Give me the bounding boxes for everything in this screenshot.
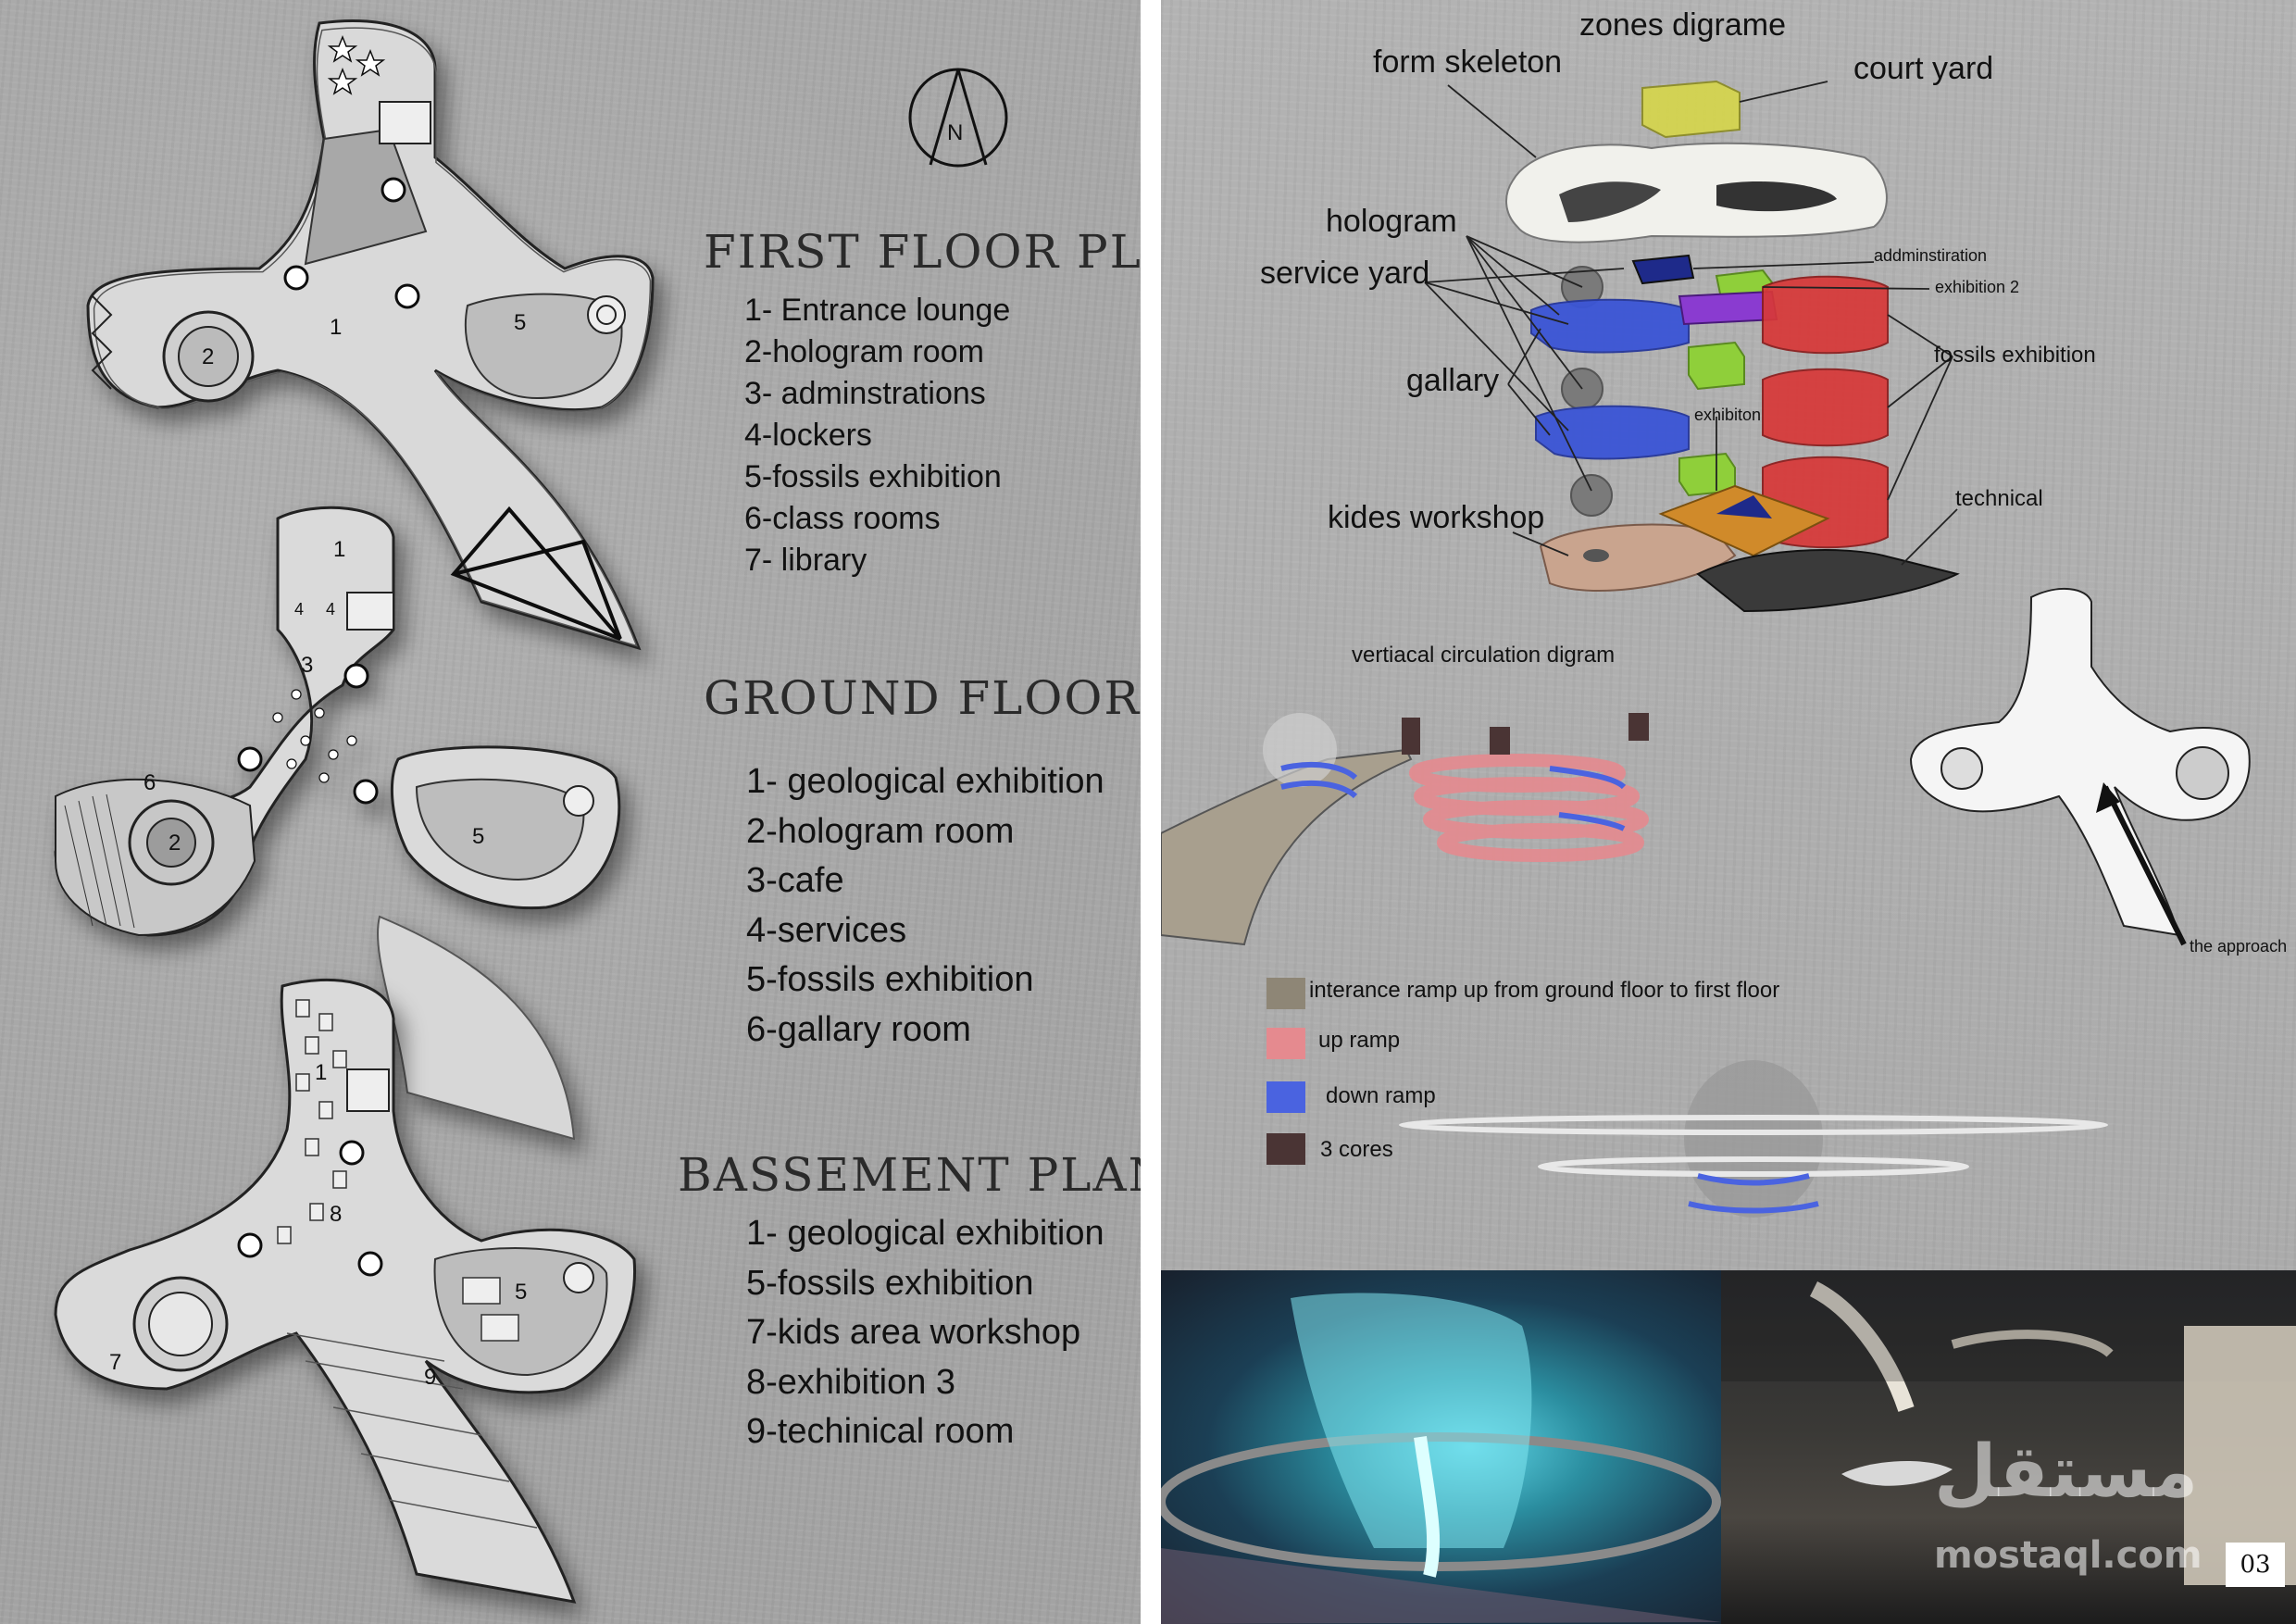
legend-item: 7- library (744, 543, 867, 578)
page-gutter (1141, 0, 1161, 1624)
fossils-gallery-render (1721, 1270, 2296, 1624)
room-number: 5 (472, 824, 485, 849)
room-number: 4 (326, 600, 336, 618)
legend-label: down ramp (1326, 1083, 1436, 1108)
elephant-hologram-image (1161, 1293, 1721, 1624)
legend-item: 5-fossils exhibition (746, 960, 1034, 999)
page-number: 03 (2226, 1543, 2285, 1587)
north-label: N (947, 120, 964, 145)
legend-item: 2-hologram room (744, 334, 984, 369)
ground-floor-legend: 1- geological exhibition 2-hologram room… (746, 757, 1104, 1055)
watermark-arabic: مستقل (1934, 1430, 2199, 1514)
vertical-circulation-drawing (1161, 713, 2108, 1218)
legend-item: 4-lockers (744, 418, 872, 453)
legend-item: 7-kids area workshop (746, 1313, 1081, 1352)
zones-diagram-title: zones digrame (1579, 7, 1787, 43)
ground-floor-title: GROUND FLOOR PLAN (704, 671, 1141, 725)
legend-item: 8-exhibition 3 (746, 1362, 956, 1402)
room-number: 9 (424, 1365, 437, 1390)
basement-plan-drawing (54, 978, 637, 1604)
legend-swatch-entrance-ramp (1267, 978, 1305, 1009)
room-number: 1 (330, 315, 343, 340)
legend-swatch-down-ramp (1267, 1081, 1305, 1113)
legend-item: 6-gallary room (746, 1009, 971, 1049)
legend-swatch-cores (1267, 1133, 1305, 1165)
first-floor-title: FIRST FLOOR PLAN (704, 225, 1141, 279)
fossil-skeleton-image (1721, 1270, 2296, 1585)
room-number: 8 (330, 1202, 343, 1227)
court-yard-block (1641, 80, 1741, 139)
floor-plans-drawing (54, 19, 1008, 1604)
form-skeleton-shell (1505, 142, 1888, 244)
room-number: 7 (109, 1350, 122, 1375)
room-number: 4 (294, 600, 305, 618)
room-number: 2 (168, 831, 181, 856)
hologram-label: hologram (1326, 204, 1457, 239)
legend-item: 5-fossils exhibition (744, 459, 1002, 494)
exhibiton-label: exhibiton (1694, 406, 1762, 424)
legend-item: 9-techinical room (746, 1412, 1015, 1451)
exhibiton-zone (1678, 269, 1774, 497)
basement-legend: 1- geological exhibition 5-fossils exhib… (746, 1209, 1104, 1457)
room-number: 5 (515, 1280, 528, 1305)
watermark-latin: mostaql.com (1934, 1534, 2202, 1577)
adminstration-zone (1631, 254, 1778, 326)
hologram-room-render (1161, 1270, 1721, 1624)
room-number: 5 (514, 310, 527, 335)
legend-item: 3-cafe (746, 861, 844, 900)
first-floor-legend: 1- Entrance lounge 2-hologram room 3- ad… (744, 290, 1010, 581)
legend-item: 1- Entrance lounge (744, 293, 1011, 328)
court-yard-label: court yard (1853, 51, 1994, 86)
room-number: 2 (202, 344, 215, 369)
kides-workshop-zone (1539, 484, 1830, 593)
legend-item: 4-services (746, 910, 907, 950)
zones-diagram-drawing (1161, 80, 2251, 1218)
technical-label: technical (1955, 486, 2043, 511)
fossils-exhibition-label: fossils exhibition (1934, 343, 2096, 368)
room-number: 3 (301, 653, 314, 678)
technical-zone (1696, 549, 1960, 613)
basement-title: BASSEMENT PLAN (678, 1148, 1141, 1202)
adminstration-label: addminstiration (1874, 246, 1988, 265)
approach-site-plan (1909, 587, 2251, 946)
plans-panel: N 1 2 5 1 2 3 4 4 5 6 1 5 7 8 9 FIRST FL… (0, 0, 1141, 1624)
legend-item: 2-hologram room (746, 811, 1015, 851)
north-arrow-icon (908, 68, 1008, 168)
diagrams-panel: zones digrame form skeleton court yard h… (1161, 0, 2296, 1624)
legend-swatch-up-ramp (1267, 1028, 1305, 1059)
exhibition-2-label: exhibition 2 (1935, 278, 2020, 296)
kides-workshop-label: kides workshop (1328, 500, 1545, 535)
leader-lines (1424, 81, 1958, 566)
legend-item: 1- geological exhibition (746, 762, 1104, 801)
legend-item: 1- geological exhibition (746, 1214, 1104, 1253)
gallary-label: gallary (1406, 363, 1500, 398)
legend-item: 6-class rooms (744, 501, 941, 536)
fossils-exhibition-zone (1762, 275, 1889, 549)
legend-item: 3- adminstrations (744, 376, 986, 411)
circulation-title: vertiacal circulation digram (1352, 643, 1616, 668)
legend-label: interance ramp up from ground floor to f… (1309, 978, 1780, 1003)
first-floor-plan-drawing (86, 19, 655, 651)
service-yard-label: service yard (1260, 256, 1430, 291)
legend-label: up ramp (1318, 1028, 1401, 1053)
gallary-zone (1530, 298, 1690, 460)
room-number: 1 (333, 537, 346, 562)
legend-label: 3 cores (1320, 1137, 1393, 1162)
room-number: 6 (144, 770, 156, 795)
room-number: 1 (315, 1060, 328, 1085)
form-skeleton-label: form skeleton (1373, 44, 1563, 80)
legend-item: 5-fossils exhibition (746, 1263, 1034, 1303)
ground-floor-plan-drawing (54, 506, 621, 1141)
approach-label: the approach (2190, 937, 2288, 956)
